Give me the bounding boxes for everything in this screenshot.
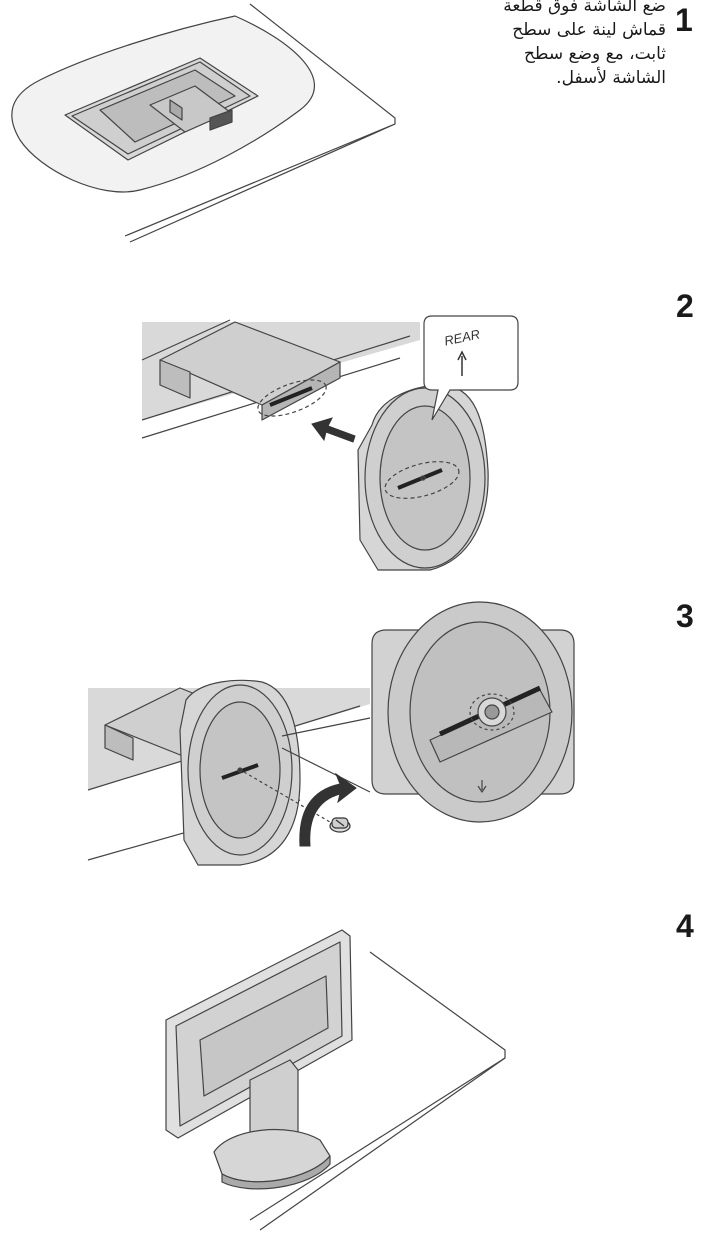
step-2-number: 2 bbox=[676, 288, 694, 324]
curved-arrow-icon bbox=[299, 772, 357, 847]
step-1-line-4: الشاشة لأسفل. bbox=[556, 68, 666, 88]
step-3-number: 3 bbox=[676, 598, 694, 634]
step-1-number: 1 bbox=[675, 2, 693, 38]
step-3-illustration bbox=[87, 601, 575, 866]
step-4-illustration bbox=[165, 929, 506, 1231]
step-1-line-2: قماش لينة على سطح bbox=[512, 20, 666, 40]
step-1-illustration bbox=[11, 3, 396, 243]
step-1-line-1: ضع الشاشة فوق قطعة bbox=[503, 0, 666, 16]
step-2-illustration bbox=[141, 315, 519, 571]
screw-icon bbox=[329, 817, 351, 833]
step-1-line-3: ثابت، مع وضع سطح bbox=[523, 44, 666, 64]
step-4-number: 4 bbox=[676, 908, 694, 944]
step-1-instruction: ضع الشاشة فوق قطعة قماش لينة على سطح ثاب… bbox=[503, 0, 666, 90]
arrow-icon bbox=[311, 417, 356, 443]
